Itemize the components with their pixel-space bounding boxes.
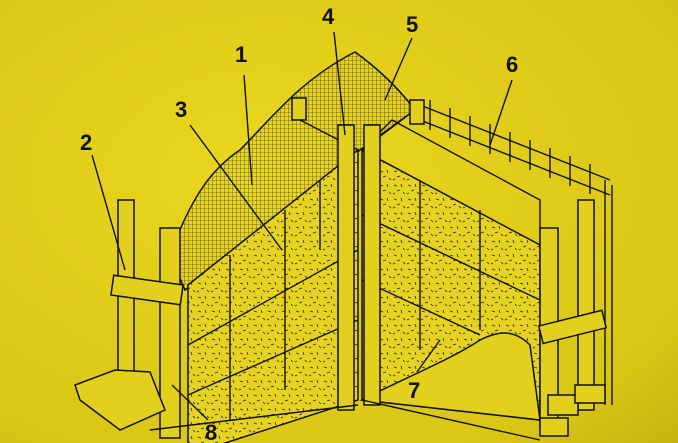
plaster-edge [169, 51, 417, 292]
label-1: 1 [235, 42, 247, 67]
label-2: 2 [80, 130, 92, 155]
label-3: 3 [175, 97, 187, 122]
label-4: 4 [322, 4, 335, 29]
foundation [74, 369, 606, 441]
label-5: 5 [406, 12, 418, 37]
leader-lines [91, 31, 513, 421]
label-8: 8 [205, 420, 217, 443]
label-7: 7 [408, 378, 420, 403]
posts [110, 97, 608, 439]
plaster-surface [359, 332, 541, 421]
label-6: 6 [506, 52, 518, 77]
fence-boards [419, 100, 613, 405]
